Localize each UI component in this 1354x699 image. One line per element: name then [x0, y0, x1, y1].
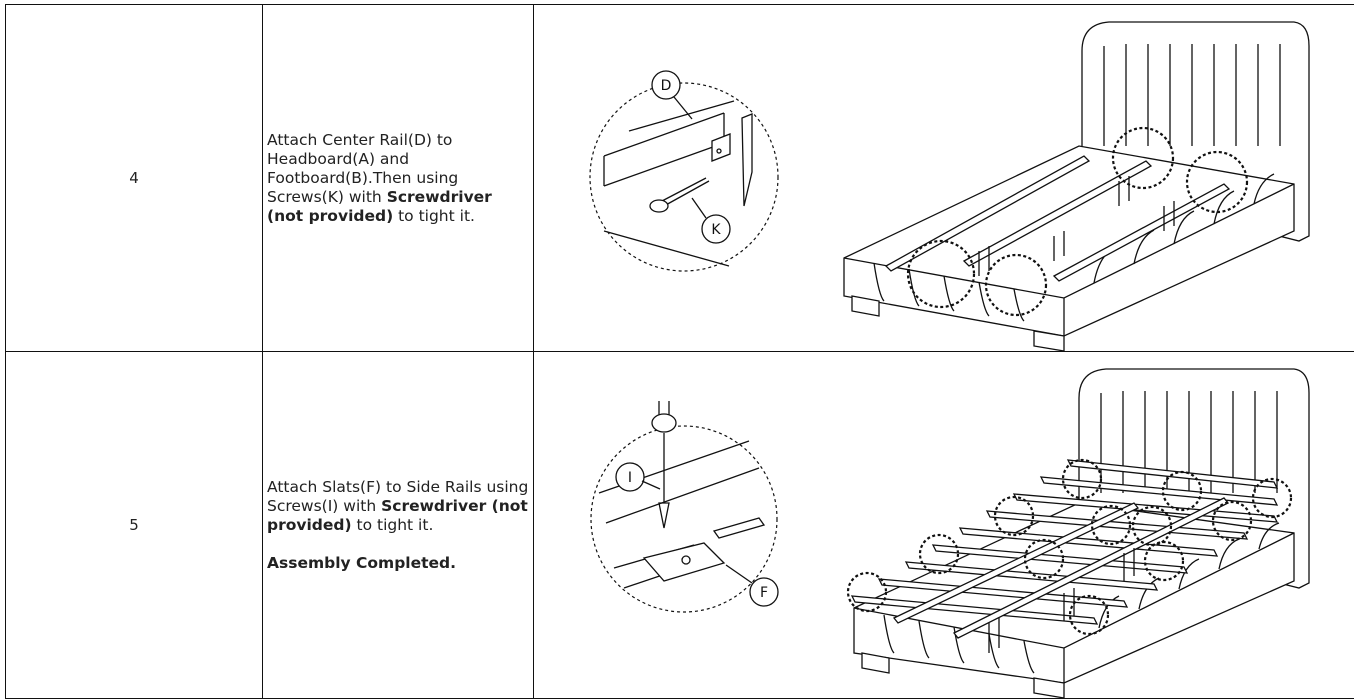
- step-text: Attach Center Rail(D) to Headboard(A) an…: [267, 131, 529, 226]
- completion-note: Assembly Completed.: [267, 554, 529, 573]
- step-illustration: I F: [534, 352, 1354, 699]
- step-text-part: to tight it.: [393, 207, 475, 225]
- bed-frame-drawing: [848, 369, 1309, 698]
- step-text-part: to tight it.: [352, 516, 434, 534]
- step-instructions: Attach Slats(F) to Side Rails using Scre…: [263, 352, 534, 699]
- detail-inset: D K: [590, 71, 778, 271]
- instruction-table: 4 Attach Center Rail(D) to Headboard(A) …: [5, 4, 1354, 699]
- step-instructions: Attach Center Rail(D) to Headboard(A) an…: [263, 5, 534, 352]
- step-row-4: 4 Attach Center Rail(D) to Headboard(A) …: [6, 5, 1354, 352]
- bed-frame-drawing: [844, 22, 1309, 351]
- step-row-5: 5 Attach Slats(F) to Side Rails using Sc…: [6, 352, 1354, 699]
- slats-diagram: I F: [534, 353, 1354, 698]
- detail-inset: I F: [591, 401, 778, 612]
- callout-d-label: D: [661, 78, 672, 94]
- callout-f-label: F: [760, 585, 768, 601]
- step-number: 4: [6, 5, 263, 352]
- step-illustration: D K: [534, 5, 1354, 352]
- callout-k-label: K: [711, 222, 721, 238]
- center-rail-diagram: D K: [534, 6, 1354, 351]
- step-text: Attach Slats(F) to Side Rails using Scre…: [267, 478, 529, 535]
- callout-i-label: I: [628, 470, 632, 486]
- step-number: 5: [6, 352, 263, 699]
